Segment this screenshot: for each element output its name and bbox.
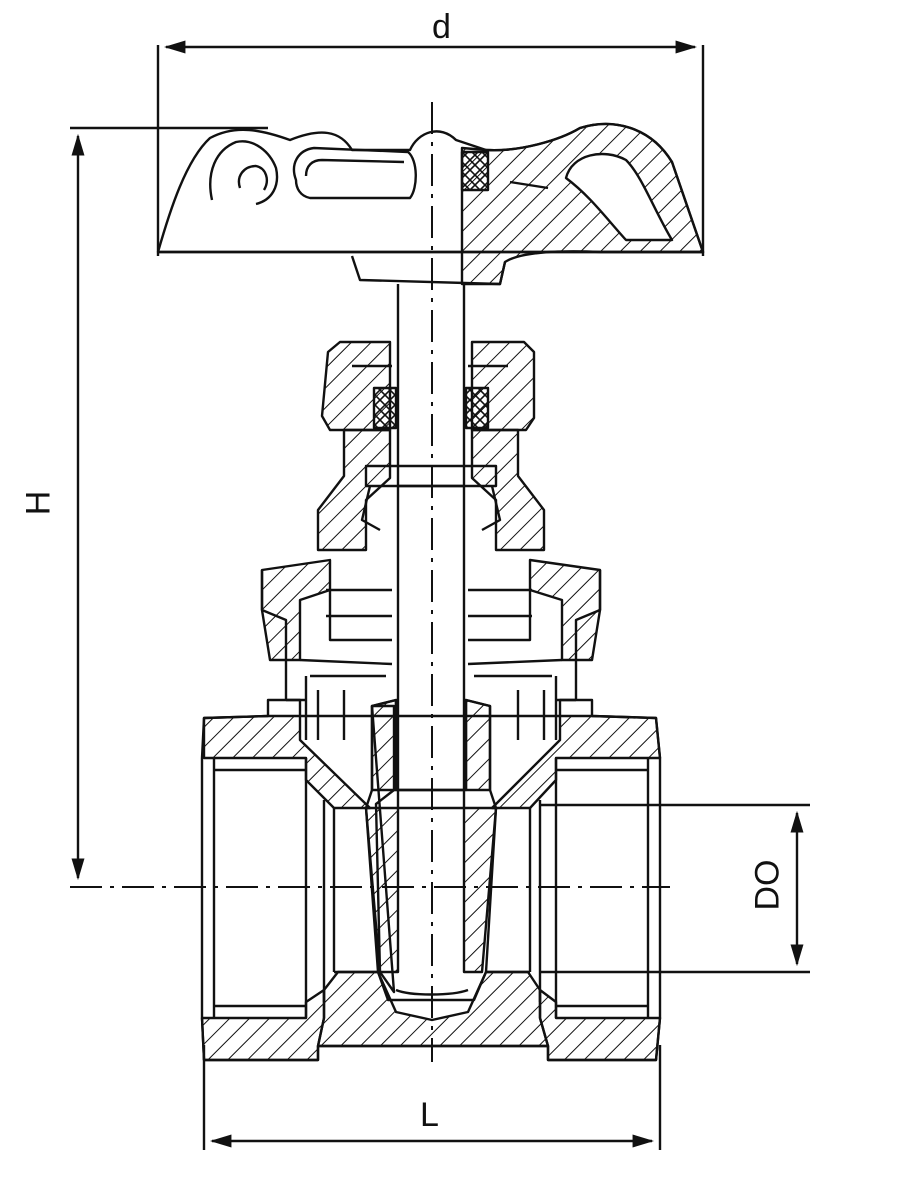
packing-nut <box>320 340 536 432</box>
dimension-label-H: H <box>19 490 58 516</box>
dimension-label-d: d <box>432 8 451 46</box>
body-flange <box>260 558 602 700</box>
dimension-label-DO: DO <box>748 859 787 911</box>
handwheel <box>156 122 705 286</box>
center-lines <box>70 102 670 1062</box>
dimension-d <box>156 40 705 256</box>
bonnet <box>316 428 546 552</box>
valve-body <box>200 676 662 1062</box>
dimension-L <box>202 1045 662 1150</box>
dimension-label-L: L <box>420 1096 439 1134</box>
dimension-H <box>70 126 268 881</box>
dimension-DO <box>540 803 810 974</box>
